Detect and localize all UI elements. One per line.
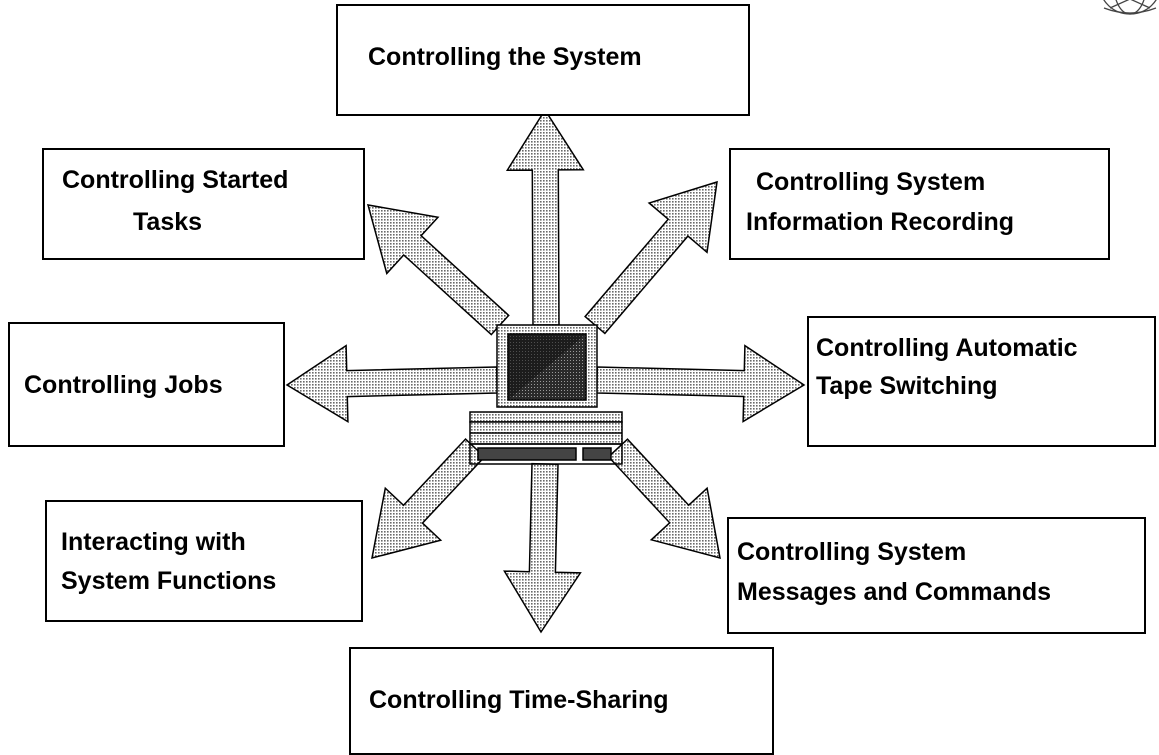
box-controlling-system-information-recording: Controlling System Information Recording (729, 148, 1110, 260)
arrow-to-controlling-the-system (505, 108, 585, 326)
label-tape-switching-line1: Controlling Automatic (816, 334, 1078, 362)
label-info-recording-line2: Information Recording (746, 208, 1015, 236)
label-system-functions-line2: System Functions (61, 567, 277, 595)
label-controlling-the-system: Controlling the System (368, 43, 642, 71)
box-interacting-with-system-functions: Interacting with System Functions (45, 500, 363, 622)
arrow-to-interacting-with-system-functions (371, 438, 486, 560)
label-controlling-time-sharing: Controlling Time-Sharing (369, 686, 669, 714)
arrow-to-controlling-started-tasks (366, 204, 510, 336)
globe-logo-icon (1103, 0, 1157, 15)
arrow-to-controlling-jobs (285, 344, 499, 423)
arrow-to-controlling-time-sharing (503, 462, 582, 634)
box-controlling-system-messages-and-commands: Controlling System Messages and Commands (727, 517, 1146, 634)
computer-terminal-icon (469, 324, 623, 465)
arrow-to-automatic-tape-switching (595, 344, 806, 423)
label-started-tasks-line1: Controlling Started (62, 166, 289, 194)
label-system-functions-line1: Interacting with (61, 528, 246, 556)
box-controlling-jobs: Controlling Jobs (8, 322, 285, 447)
arrow-to-system-messages-and-commands (607, 438, 721, 560)
label-started-tasks-line2: Tasks (133, 208, 203, 236)
box-controlling-started-tasks: Controlling Started Tasks (42, 148, 365, 260)
label-info-recording-line1: Controlling System (756, 168, 986, 196)
label-messages-commands-line1: Controlling System (737, 538, 967, 566)
box-controlling-time-sharing: Controlling Time-Sharing (349, 647, 774, 755)
label-controlling-jobs: Controlling Jobs (24, 371, 223, 399)
label-tape-switching-line2: Tape Switching (816, 372, 998, 400)
label-messages-commands-line2: Messages and Commands (737, 578, 1051, 606)
box-controlling-automatic-tape-switching: Controlling Automatic Tape Switching (807, 316, 1156, 447)
arrow-to-system-information-recording (584, 180, 718, 335)
box-controlling-the-system: Controlling the System (336, 4, 750, 116)
